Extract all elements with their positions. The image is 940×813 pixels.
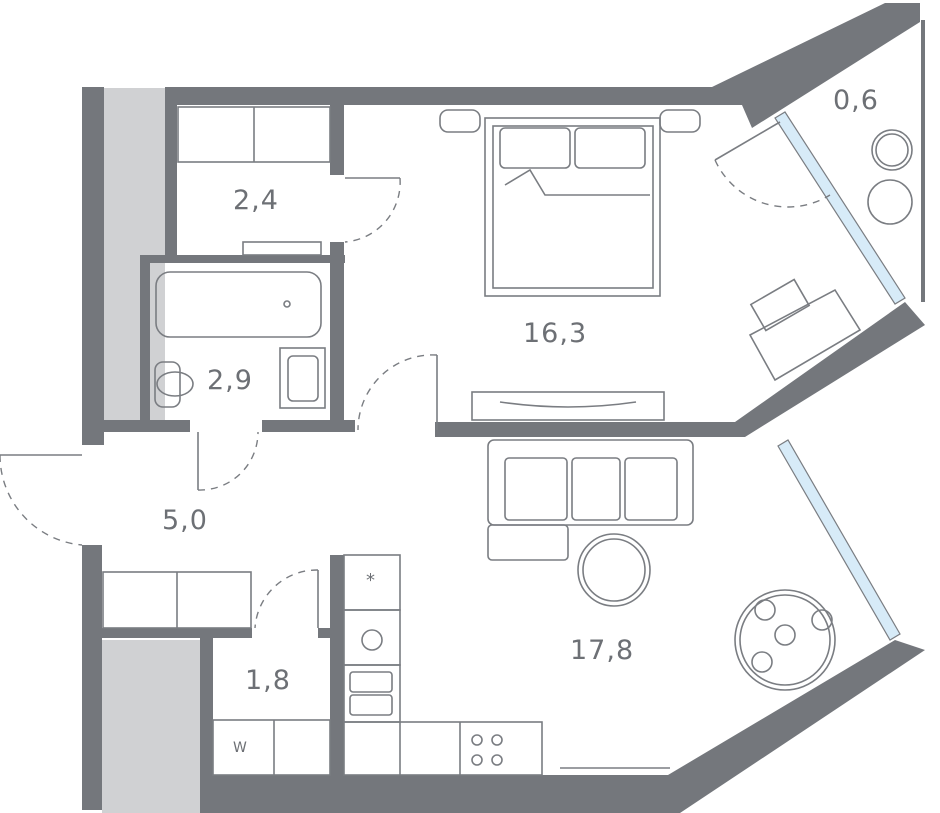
walls bbox=[82, 3, 925, 813]
room-area-storage: 1,8 bbox=[245, 665, 291, 696]
furniture bbox=[102, 106, 913, 776]
room-area-wardrobe: 2,4 bbox=[233, 185, 279, 216]
shaft-lower bbox=[102, 640, 200, 813]
room-area-bedroom: 16,3 bbox=[523, 318, 588, 349]
shaft-upper bbox=[104, 88, 165, 420]
room-area-balcony: 0,6 bbox=[833, 85, 879, 116]
room-area-living-kitchen: 17,8 bbox=[570, 635, 635, 666]
fridge-icon: * bbox=[366, 570, 375, 591]
window-living bbox=[777, 439, 901, 641]
room-area-hallway: 5,0 bbox=[162, 505, 208, 536]
window-balcony bbox=[774, 111, 906, 305]
room-area-bathroom: 2,9 bbox=[207, 365, 253, 396]
washer-label: W bbox=[233, 740, 247, 756]
doors[interactable] bbox=[0, 121, 831, 629]
